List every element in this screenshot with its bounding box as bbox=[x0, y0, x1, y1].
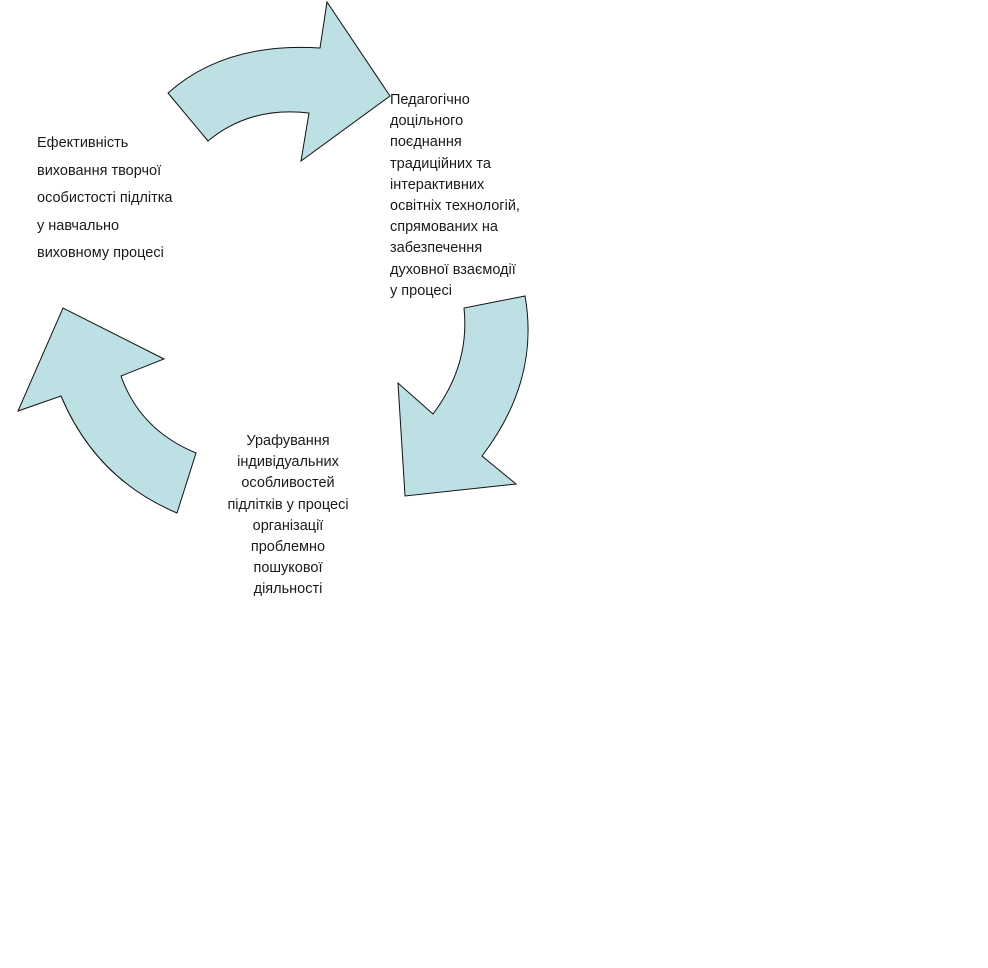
outcome-label: Ефективність виховання творчої особистос… bbox=[37, 130, 172, 268]
outcome-label-line: особистості підлітка bbox=[37, 190, 173, 206]
technologies-label-line: спрямованих на bbox=[390, 219, 498, 236]
technologies-label-line: доцільного bbox=[390, 113, 464, 130]
technologies-label-line: традиційних та bbox=[390, 155, 491, 172]
technologies-label-line: інтерактивних bbox=[390, 176, 485, 193]
outcome-label-line: виховання творчої bbox=[37, 162, 162, 179]
technologies-label-line: забезпечення bbox=[390, 240, 483, 257]
individual-features-label-line: Урафування bbox=[246, 433, 330, 449]
individual-features-label: Урафування індивідуальних особливостей п… bbox=[227, 431, 348, 601]
individual-features-label-line: індивідуальних bbox=[237, 454, 339, 471]
individual-features-label-line: підлітків у процесі bbox=[227, 496, 349, 513]
technologies-label-line: освітніх технологій, bbox=[390, 198, 520, 215]
outcome-label-line: у навчально bbox=[37, 217, 120, 234]
right-curved-arrow bbox=[397, 295, 529, 497]
individual-features-label-line: проблемно bbox=[250, 539, 326, 556]
outcome-label-line: Ефективність bbox=[37, 135, 129, 151]
technologies-label-line: поєднання bbox=[390, 134, 462, 151]
outcome-label-line: виховному процесі bbox=[37, 245, 164, 261]
technologies-label-line: духовної взаємодії bbox=[390, 261, 516, 278]
top-curved-arrow bbox=[167, 0, 391, 163]
individual-features-label-line: діяльності bbox=[253, 581, 323, 598]
individual-features-label-line: особливостей bbox=[241, 475, 335, 492]
technologies-label: Педагогічно доцільного поєднання традиці… bbox=[390, 90, 520, 302]
technologies-label-line: у процесі bbox=[390, 282, 452, 299]
individual-features-label-line: організації bbox=[252, 517, 324, 534]
left-curved-arrow bbox=[17, 307, 197, 514]
technologies-label-line: Педагогічно bbox=[390, 92, 470, 108]
individual-features-label-line: пошукової bbox=[253, 560, 323, 577]
